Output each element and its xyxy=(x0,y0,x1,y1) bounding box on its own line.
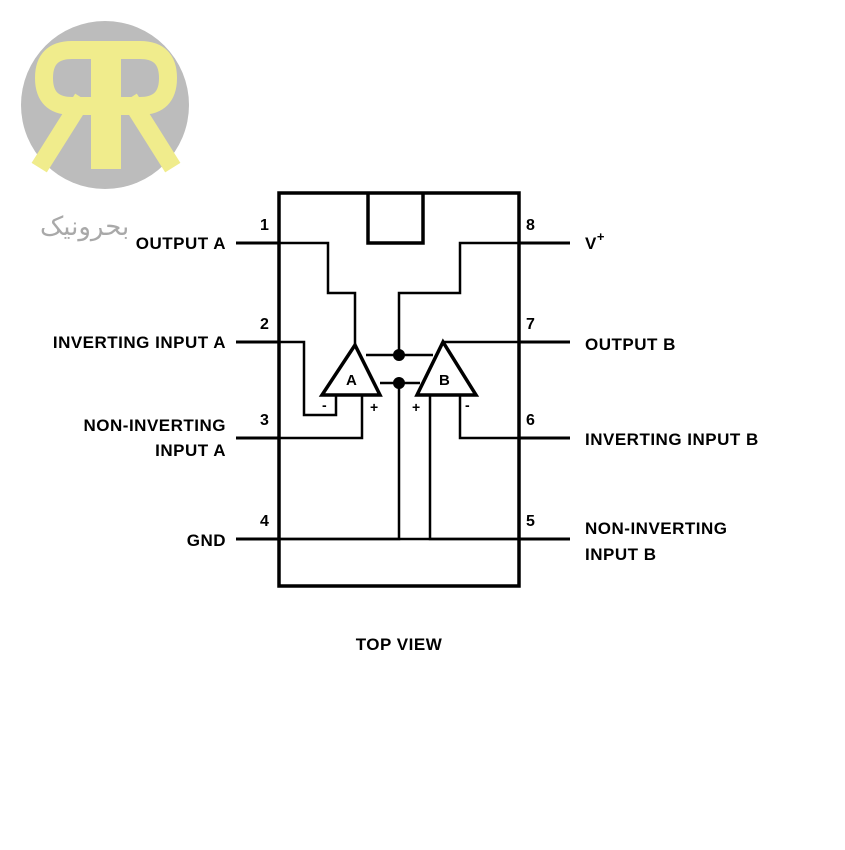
logo-letter-left xyxy=(31,41,109,173)
amplifier-b-plus: + xyxy=(412,399,420,415)
package-notch xyxy=(366,193,425,245)
amplifier-a xyxy=(318,341,383,397)
junction-vplus xyxy=(393,349,405,361)
pin-4-number: 4 xyxy=(260,513,269,530)
pin-7-number: 7 xyxy=(526,316,535,333)
pin-2-number: 2 xyxy=(260,316,269,333)
wire-gnd xyxy=(279,383,401,541)
pin-5-label-line1: NON-INVERTING xyxy=(585,519,728,538)
watermark-logo: R xyxy=(0,0,189,189)
wire-inv-a xyxy=(279,340,338,417)
amplifier-b-minus: - xyxy=(465,397,470,413)
pin-8-label: V+ xyxy=(585,229,605,253)
pin-6-label: INVERTING INPUT B xyxy=(585,430,759,449)
pin-4-label: GND xyxy=(187,531,226,550)
pin-6-number: 6 xyxy=(526,412,535,429)
pin-1-label: OUTPUT A xyxy=(136,234,226,253)
amplifier-a-label: A xyxy=(346,372,357,389)
amplifier-b xyxy=(414,338,480,397)
junction-gnd xyxy=(393,377,405,389)
wire-vplus xyxy=(397,241,519,355)
pin-8-number: 8 xyxy=(526,217,535,234)
left-pin-leads xyxy=(236,241,279,541)
wire-noninv-b xyxy=(428,395,519,541)
pin-5-number: 5 xyxy=(526,513,535,530)
wire-inv-b xyxy=(458,395,519,440)
pin-3-number: 3 xyxy=(260,412,269,429)
pin-3-label-line2: INPUT A xyxy=(155,441,226,460)
amplifier-b-label: B xyxy=(439,372,450,389)
pin-8-label-superscript: + xyxy=(597,229,605,244)
pin-3-label-line1: NON-INVERTING xyxy=(84,416,227,435)
pin-7-label: OUTPUT B xyxy=(585,335,676,354)
logo-text: R xyxy=(0,0,1,1)
pin-2-label: INVERTING INPUT A xyxy=(53,333,226,352)
watermark-caption: ﺑﺤﺮﻭﻧﯿﮏ xyxy=(40,212,129,242)
amplifier-a-plus: + xyxy=(370,399,378,415)
wire-output-a xyxy=(279,241,357,345)
logo-letter-right xyxy=(103,41,181,173)
package-outline xyxy=(277,191,521,588)
right-pin-leads xyxy=(519,241,570,541)
pin-1-number: 1 xyxy=(260,217,269,234)
pin-8-label-main: V xyxy=(585,234,597,253)
wire-noninv-a xyxy=(279,395,364,440)
diagram-caption: TOP VIEW xyxy=(356,635,443,654)
internal-wiring xyxy=(279,241,519,541)
amplifier-a-minus: - xyxy=(322,397,327,413)
pin-5-label-line2: INPUT B xyxy=(585,545,657,564)
